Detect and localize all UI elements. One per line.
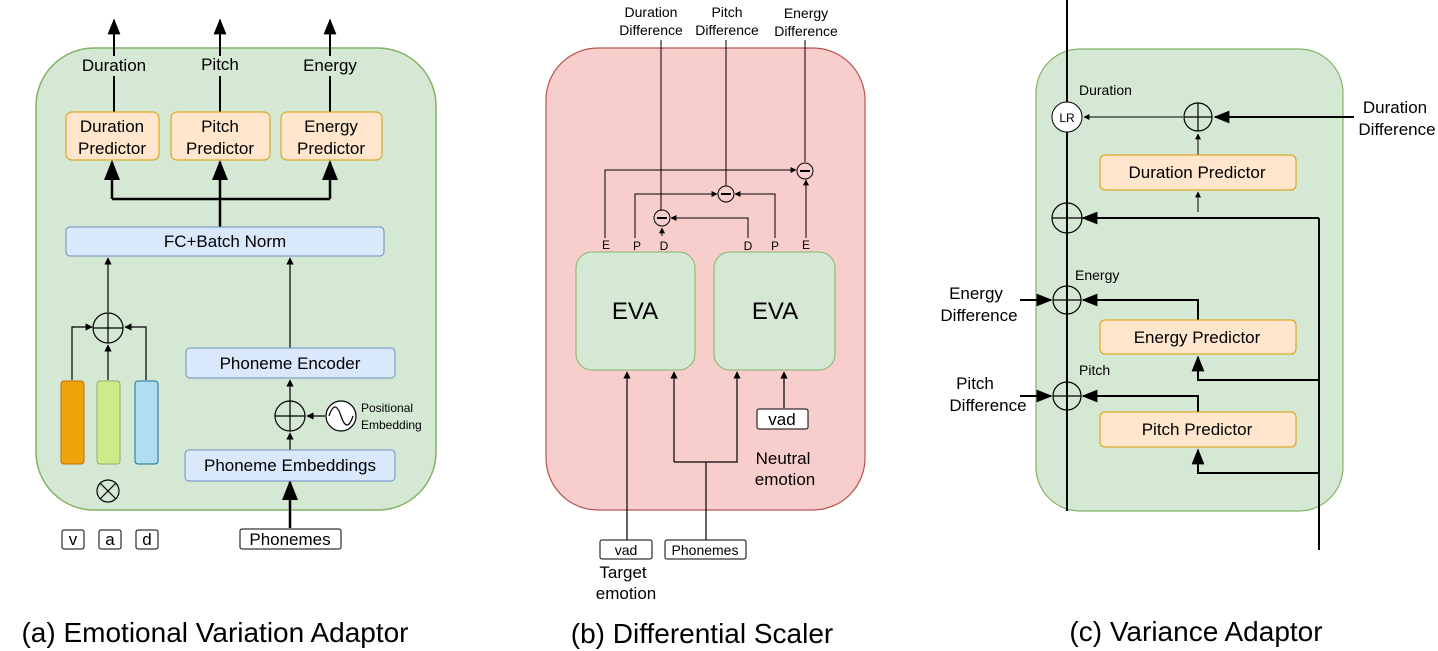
left-eva-port-d: D <box>660 239 669 253</box>
energy-predictor-label-2: Predictor <box>297 139 365 158</box>
positional-embedding-label-1: Positional <box>361 401 413 415</box>
energy-signal-label: Energy <box>1075 267 1119 283</box>
a-input-box <box>98 529 122 550</box>
minus-operator-pitch <box>717 185 735 203</box>
neutral-emotion-label-1: Neutral <box>756 449 811 468</box>
phonemes-input-box-b <box>664 539 747 560</box>
panel-c-caption: (c) Variance Adaptor <box>1069 616 1322 647</box>
left-eva-port-p: P <box>633 239 641 253</box>
output-pitch-label: Pitch <box>201 55 239 74</box>
duration-predictor-label-2: Predictor <box>78 139 146 158</box>
a-embedding-bar <box>96 380 121 465</box>
sum-operator-vad <box>92 312 124 344</box>
duration-difference-label-c1: Duration <box>1363 98 1427 117</box>
minus-operator-duration <box>653 209 671 227</box>
right-eva-port-e: E <box>802 238 810 252</box>
pitch-predictor-box-c <box>1099 411 1297 448</box>
panel-a-caption: (a) Emotional Variation Adaptor <box>21 617 408 648</box>
phoneme-encoder-box <box>185 347 396 379</box>
right-eva-port-d: D <box>744 239 753 253</box>
energy-predictor-label-1: Energy <box>304 117 358 136</box>
duration-difference-label-1: Duration <box>625 4 678 20</box>
output-energy-label: Energy <box>303 56 357 75</box>
d-embedding-bar <box>134 380 159 465</box>
energy-difference-label-c1: Energy <box>949 284 1003 303</box>
output-duration-label: Duration <box>82 56 146 75</box>
pitch-difference-label-c1: Pitch <box>956 374 994 393</box>
energy-difference-label-c2: Difference <box>940 306 1017 325</box>
target-vad-input-box <box>599 539 653 560</box>
positional-embedding-label-2: Embedding <box>361 418 422 432</box>
d-input-box <box>135 529 159 550</box>
energy-predictor-label-c: Energy Predictor <box>1134 328 1261 347</box>
neutral-vad-input-box <box>756 408 809 430</box>
right-eva-box <box>713 251 836 371</box>
v-input-label: v <box>69 530 78 549</box>
panel-c: LR Duration Duration Difference Duration… <box>940 0 1436 647</box>
left-eva-label: EVA <box>612 298 658 325</box>
neutral-emotion-label-2: emotion <box>755 470 815 489</box>
a-input-label: a <box>105 530 115 549</box>
sum-operator-duration-difference <box>1183 102 1213 132</box>
positional-embedding-icon <box>325 400 357 432</box>
target-vad-label: vad <box>615 542 638 558</box>
minus-operator-energy <box>796 162 814 180</box>
energy-difference-label-2: Difference <box>774 23 838 39</box>
neutral-vad-label: vad <box>768 410 795 429</box>
sum-operator-pitch <box>1052 381 1082 411</box>
left-eva-box <box>575 251 696 371</box>
energy-predictor-box-c <box>1099 319 1297 355</box>
fc-batch-norm-label: FC+Batch Norm <box>164 232 286 251</box>
target-emotion-label-1: Target <box>599 563 647 582</box>
panel-a: Duration Pitch Energy Duration Predictor… <box>21 18 437 648</box>
d-input-label: d <box>142 530 151 549</box>
fc-batch-norm-box <box>65 226 385 257</box>
pitch-predictor-label-1: Pitch <box>201 117 239 136</box>
length-regulator-label: LR <box>1059 111 1075 125</box>
left-eva-port-e: E <box>602 238 610 252</box>
multiply-operator <box>96 479 120 503</box>
phoneme-encoder-label: Phoneme Encoder <box>220 354 361 373</box>
target-emotion-label-2: emotion <box>596 584 656 603</box>
phoneme-embeddings-label: Phoneme Embeddings <box>204 456 376 475</box>
pitch-difference-label-c2: Difference <box>949 396 1026 415</box>
duration-predictor-label-1: Duration <box>80 117 144 136</box>
pitch-difference-label-1: Pitch <box>711 4 742 20</box>
phonemes-input-label-b: Phonemes <box>672 542 739 558</box>
v-embedding-bar <box>60 380 85 465</box>
sum-operator-bus <box>1051 202 1083 234</box>
energy-difference-label-1: Energy <box>784 5 828 21</box>
panel-b: Duration Difference Pitch Difference Ene… <box>545 4 866 649</box>
pitch-predictor-label-c: Pitch Predictor <box>1142 420 1253 439</box>
sum-operator-positional <box>274 400 306 432</box>
pitch-predictor-label-2: Predictor <box>186 139 254 158</box>
right-eva-port-p: P <box>771 239 779 253</box>
v-input-box <box>61 529 85 550</box>
pitch-difference-label-2: Difference <box>695 22 759 38</box>
right-eva-label: EVA <box>752 298 798 325</box>
length-regulator <box>1051 101 1083 133</box>
sum-operator-energy <box>1052 285 1082 315</box>
phonemes-input-label: Phonemes <box>249 530 330 549</box>
duration-predictor-label-c: Duration Predictor <box>1128 163 1265 182</box>
duration-difference-label-2: Difference <box>619 22 683 38</box>
duration-difference-label-c2: Difference <box>1358 120 1435 139</box>
phonemes-input-box <box>239 528 342 550</box>
pitch-signal-label: Pitch <box>1079 362 1110 378</box>
panel-b-caption: (b) Differential Scaler <box>571 618 833 649</box>
duration-signal-label: Duration <box>1079 82 1132 98</box>
phoneme-embeddings-box <box>184 449 396 482</box>
duration-predictor-box-c <box>1099 154 1297 191</box>
